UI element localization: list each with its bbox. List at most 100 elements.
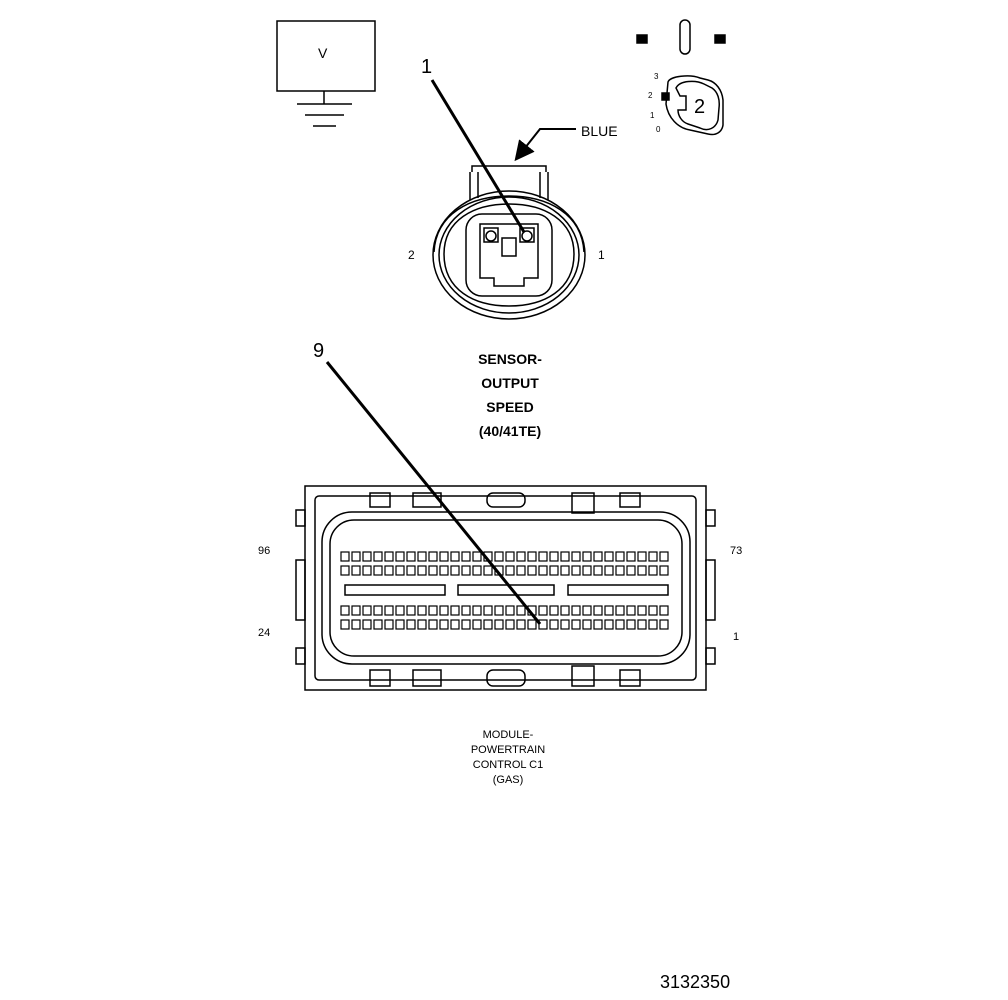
- pin-cavity: [428, 605, 438, 616]
- pin-cavity: [593, 565, 603, 576]
- pin-cavity: [351, 551, 361, 562]
- pin-cavity: [615, 551, 625, 562]
- pin-cavity: [637, 605, 647, 616]
- pin-cavity: [406, 605, 416, 616]
- pin-cavity: [516, 565, 526, 576]
- pin-cavity: [351, 565, 361, 576]
- selector-position-1: 1: [650, 111, 655, 120]
- pin-cavity: [637, 565, 647, 576]
- pin-cavity: [582, 551, 592, 562]
- callout-number-9: 9: [313, 340, 325, 362]
- pin-cavity: [593, 619, 603, 630]
- pin-cavity: [362, 565, 372, 576]
- pin-cavity: [648, 605, 658, 616]
- pin-cavity: [450, 565, 460, 576]
- pin-cavity: [659, 565, 669, 576]
- pin-cavity: [395, 551, 405, 562]
- pin-cavity: [538, 565, 548, 576]
- sensor-title-line: SENSOR-: [478, 351, 542, 367]
- pin-cavity: [450, 605, 460, 616]
- pin-cavity: [417, 619, 427, 630]
- pin-cavity: [505, 619, 515, 630]
- pin-cavity: [538, 605, 548, 616]
- pin-cavity: [626, 565, 636, 576]
- pin-cavity: [571, 619, 581, 630]
- pin-cavity: [439, 565, 449, 576]
- pin-cavity: [505, 565, 515, 576]
- pin-cavity: [373, 619, 383, 630]
- pin-cavity: [560, 605, 570, 616]
- pin-cavity: [395, 565, 405, 576]
- pin-cavity: [362, 619, 372, 630]
- pin-cavity: [417, 551, 427, 562]
- pin-cavity: [384, 551, 394, 562]
- pin-cavity: [593, 605, 603, 616]
- pin-cavity: [461, 605, 471, 616]
- pin-cavity: [593, 551, 603, 562]
- pin-cavity: [659, 619, 669, 630]
- pin-cavity: [648, 565, 658, 576]
- pin-cavity: [604, 619, 614, 630]
- pin-cavity: [571, 551, 581, 562]
- sensor-title-line: (40/41TE): [478, 423, 542, 439]
- pin-cavity: [472, 565, 482, 576]
- pin-cavity: [494, 605, 504, 616]
- pcm-pin-1-label: 1: [733, 631, 740, 643]
- pin-cavity: [516, 605, 526, 616]
- pin-cavity: [527, 551, 537, 562]
- pin-cavity: [384, 565, 394, 576]
- pin-cavity: [659, 605, 669, 616]
- pcm-title-line: POWERTRAIN: [470, 744, 546, 756]
- pin-cavity: [637, 551, 647, 562]
- selector-position-3: 3: [654, 72, 659, 81]
- sensor-title-line: OUTPUT: [481, 375, 539, 391]
- pin-cavity: [626, 551, 636, 562]
- callout-leader-9: [325, 361, 542, 625]
- pin-cavity: [648, 619, 658, 630]
- pin-cavity: [626, 619, 636, 630]
- pin-cavity: [538, 619, 548, 630]
- pin-cavity: [406, 565, 416, 576]
- pin-cavity: [373, 551, 383, 562]
- pin-cavity: [549, 551, 559, 562]
- pin-cavity: [659, 551, 669, 562]
- pin-cavity: [472, 619, 482, 630]
- pin-cavity: [428, 565, 438, 576]
- pcm-connector: [295, 485, 716, 691]
- pin-cavity: [626, 605, 636, 616]
- pin-cavity: [648, 551, 658, 562]
- pin-cavity: [362, 605, 372, 616]
- pin-cavity: [439, 605, 449, 616]
- pin-cavity: [582, 605, 592, 616]
- sensor-pin-2-label: 2: [408, 248, 415, 262]
- pin-cavity: [582, 619, 592, 630]
- pin-cavity: [483, 619, 493, 630]
- pin-cavity: [604, 565, 614, 576]
- pin-cavity: [527, 619, 537, 630]
- pin-cavity: [384, 605, 394, 616]
- pin-cavity: [340, 565, 350, 576]
- pin-cavity: [505, 551, 515, 562]
- pin-cavity: [494, 619, 504, 630]
- pin-cavity: [637, 619, 647, 630]
- pin-cavity: [395, 619, 405, 630]
- pin-cavity: [373, 565, 383, 576]
- pin-cavity: [461, 565, 471, 576]
- pin-cavity: [527, 565, 537, 576]
- pin-cavity: [428, 619, 438, 630]
- pin-cavity: [516, 551, 526, 562]
- pin-cavity: [395, 605, 405, 616]
- pin-cavity: [351, 605, 361, 616]
- pin-cavity: [582, 565, 592, 576]
- pcm-title: MODULE- POWERTRAIN CONTROL C1 (GAS): [438, 728, 578, 788]
- sensor-title: SENSOR- OUTPUT SPEED (40/41TE): [440, 347, 580, 443]
- pin-cavity: [538, 551, 548, 562]
- pin-cavity: [615, 565, 625, 576]
- pin-cavity: [340, 551, 350, 562]
- pin-cavity: [604, 551, 614, 562]
- pin-cavity: [483, 565, 493, 576]
- pin-cavity: [494, 551, 504, 562]
- pcm-title-line: (GAS): [492, 774, 524, 786]
- callout-number-1: 1: [421, 56, 433, 78]
- pin-cavity: [615, 619, 625, 630]
